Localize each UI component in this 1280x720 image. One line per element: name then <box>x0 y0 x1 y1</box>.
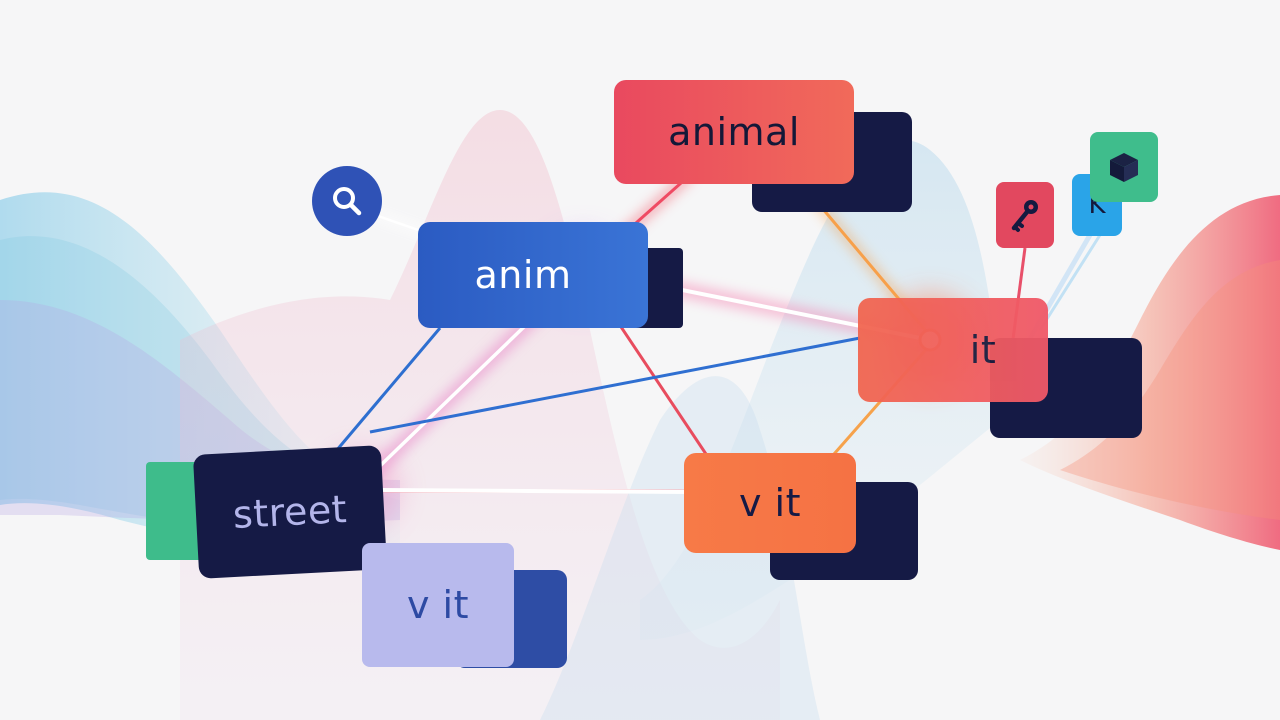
search-chip[interactable] <box>312 166 382 236</box>
token-animal[interactable]: animal <box>614 80 854 184</box>
token-anim-label: anim <box>474 253 572 297</box>
token-v-it-lavender-label: v it <box>406 583 470 627</box>
token-it-label: it <box>969 328 997 372</box>
token-animal-label: animal <box>668 110 800 154</box>
cube-icon <box>1110 153 1138 182</box>
cube-chip[interactable] <box>1090 132 1158 202</box>
token-street-label: street <box>231 487 349 537</box>
token-it[interactable]: it <box>858 298 1048 402</box>
token-anim[interactable]: anim <box>418 222 648 328</box>
search-icon <box>333 187 362 216</box>
token-v-it-orange[interactable]: v it <box>684 453 856 553</box>
token-v-it-orange-label: v it <box>738 481 802 525</box>
token-v-it-lavender[interactable]: v it <box>362 543 514 667</box>
key-chip[interactable] <box>996 182 1054 248</box>
token-street[interactable]: street <box>192 445 388 579</box>
key-icon <box>1011 200 1038 232</box>
